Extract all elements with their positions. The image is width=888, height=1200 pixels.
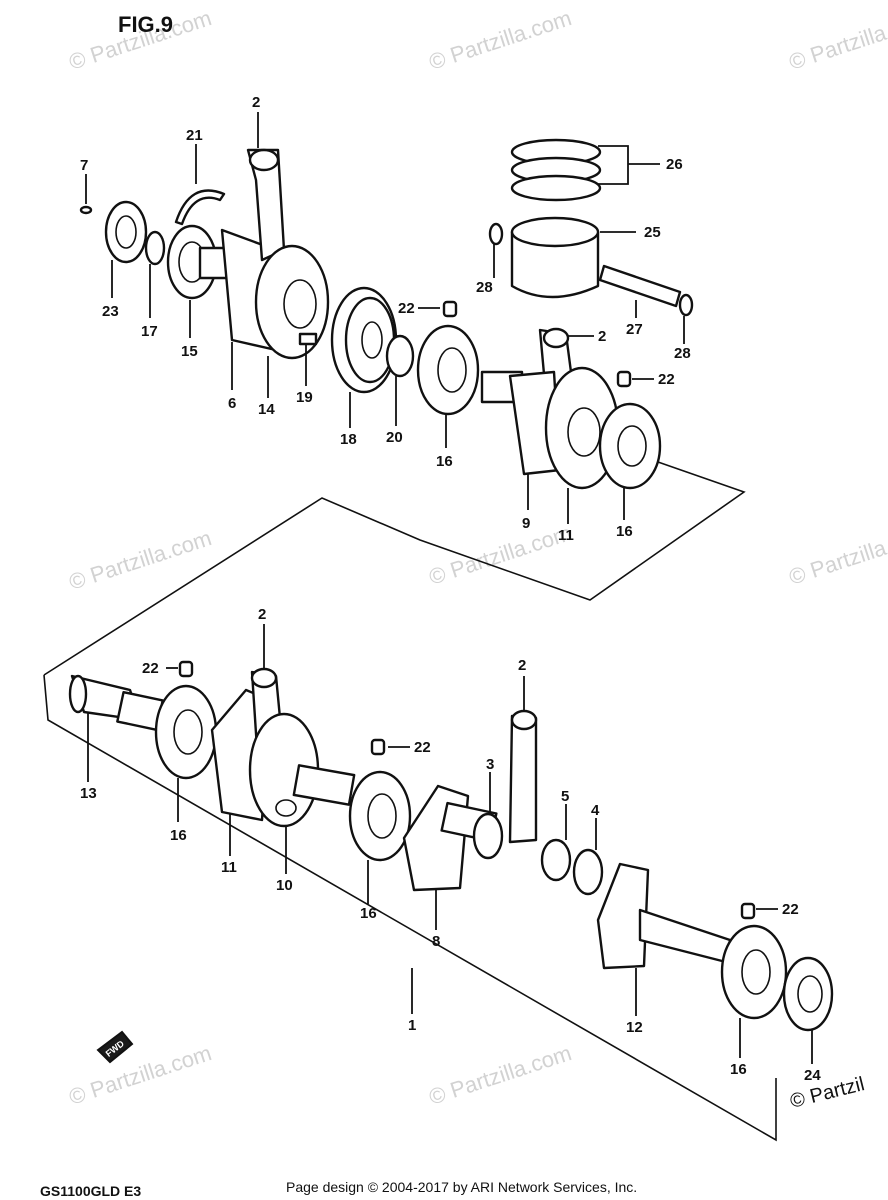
watermark: © Partzilla.com: [66, 1040, 215, 1110]
callout-17: 17: [141, 323, 158, 340]
callout-23: 23: [102, 303, 119, 320]
assembly-outline-upper: [43, 461, 746, 676]
callout-2: 2: [598, 328, 606, 345]
callout-28: 28: [674, 345, 691, 362]
assembly-outline-lower: [43, 674, 777, 1142]
part-8-crank-web: [402, 784, 470, 892]
callout-26: 26: [666, 156, 683, 173]
callout-5: 5: [561, 788, 569, 805]
callout-16: 16: [616, 523, 633, 540]
part-22-dowel: [442, 300, 458, 318]
callout-22: 22: [414, 739, 431, 756]
part-22-dowel: [616, 370, 632, 388]
part-23-oil-seal: [104, 200, 148, 264]
callout-15: 15: [181, 343, 198, 360]
callout-22: 22: [142, 660, 159, 677]
shaft-segment: [292, 764, 356, 806]
callout-2: 2: [518, 657, 526, 674]
part-28-circlip: [678, 293, 694, 317]
callout-10: 10: [276, 877, 293, 894]
part-22-dowel: [370, 738, 386, 756]
part-4-washer: [572, 848, 604, 896]
callout-25: 25: [644, 224, 661, 241]
upper-assembly: [43, 138, 746, 676]
watermark: © Partzilla.com: [66, 525, 215, 595]
callout-12: 12: [626, 1019, 643, 1036]
callout-13: 13: [80, 785, 97, 802]
callout-16: 16: [360, 905, 377, 922]
callout-19: 19: [296, 389, 313, 406]
callout-24: 24: [804, 1067, 821, 1084]
part-17-ring: [144, 230, 166, 266]
callout-18: 18: [340, 431, 357, 448]
part-7-pin: [79, 205, 93, 215]
part-22-dowel: [740, 902, 756, 920]
part-25-piston: [510, 230, 600, 299]
callout-22: 22: [782, 901, 799, 918]
part-24-oil-seal: [782, 956, 834, 1032]
part-16-bearing: [416, 324, 480, 416]
callout-14: 14: [258, 401, 275, 418]
part-16-bearing: [720, 924, 788, 1020]
callout-20: 20: [386, 429, 403, 446]
callout-27: 27: [626, 321, 643, 338]
leader-lines: [85, 112, 813, 1064]
part-19-dowel-pin: [298, 332, 318, 346]
callout-1: 1: [408, 1017, 416, 1034]
part-28-circlip: [488, 222, 504, 246]
callout-16: 16: [170, 827, 187, 844]
part-22-dowel: [178, 660, 194, 678]
part-12-shaft: [638, 908, 732, 964]
part-21-circlip: [174, 189, 226, 226]
callout-11: 11: [221, 859, 237, 876]
callout-9: 9: [522, 515, 530, 532]
part-26-piston-ring: [510, 174, 602, 202]
watermark: © Partzilla.com: [426, 1040, 575, 1110]
callout-2: 2: [258, 606, 266, 623]
model-code: GS1100GLD E3: [40, 1183, 141, 1199]
part-20-washer: [385, 334, 415, 378]
watermark: © Partzilla.com: [786, 520, 888, 590]
callout-4: 4: [591, 802, 600, 819]
callout-28: 28: [476, 279, 493, 296]
part-16-bearing: [348, 770, 412, 862]
callout-6: 6: [228, 395, 236, 412]
page-credit: Page design © 2004-2017 by ARI Network S…: [286, 1179, 637, 1195]
callout-7: 7: [80, 157, 88, 174]
callout-22: 22: [398, 300, 415, 317]
callout-3: 3: [486, 756, 494, 773]
figure-title: FIG.9: [118, 12, 173, 37]
part-14-crank-web: [254, 244, 330, 360]
callout-11: 11: [558, 527, 574, 544]
callouts: 2 21 7 23 17 15 6 14 19 18 20 22 16 26 2…: [80, 94, 821, 1084]
callout-21: 21: [186, 127, 203, 144]
part-27-piston-pin: [598, 264, 682, 308]
forward-arrow-icon: [96, 1030, 134, 1064]
lower-assembly: FWD: [43, 660, 834, 1142]
callout-16: 16: [730, 1061, 747, 1078]
part-3-washer: [472, 812, 504, 860]
watermark-edge: © Partzil: [788, 1073, 867, 1113]
callout-22: 22: [658, 371, 675, 388]
watermark: © Partzilla.com: [426, 520, 575, 590]
watermark: © Partzilla.com: [426, 5, 575, 75]
part-16-bearing: [154, 684, 218, 780]
callout-16: 16: [436, 453, 453, 470]
watermark: © Partzilla.com: [786, 5, 888, 75]
callout-8: 8: [432, 933, 440, 950]
part-2-connecting-rod: [508, 714, 538, 844]
callout-2: 2: [252, 94, 260, 111]
part-16-bearing: [598, 402, 662, 490]
part-5-needle-bearing: [540, 838, 572, 882]
